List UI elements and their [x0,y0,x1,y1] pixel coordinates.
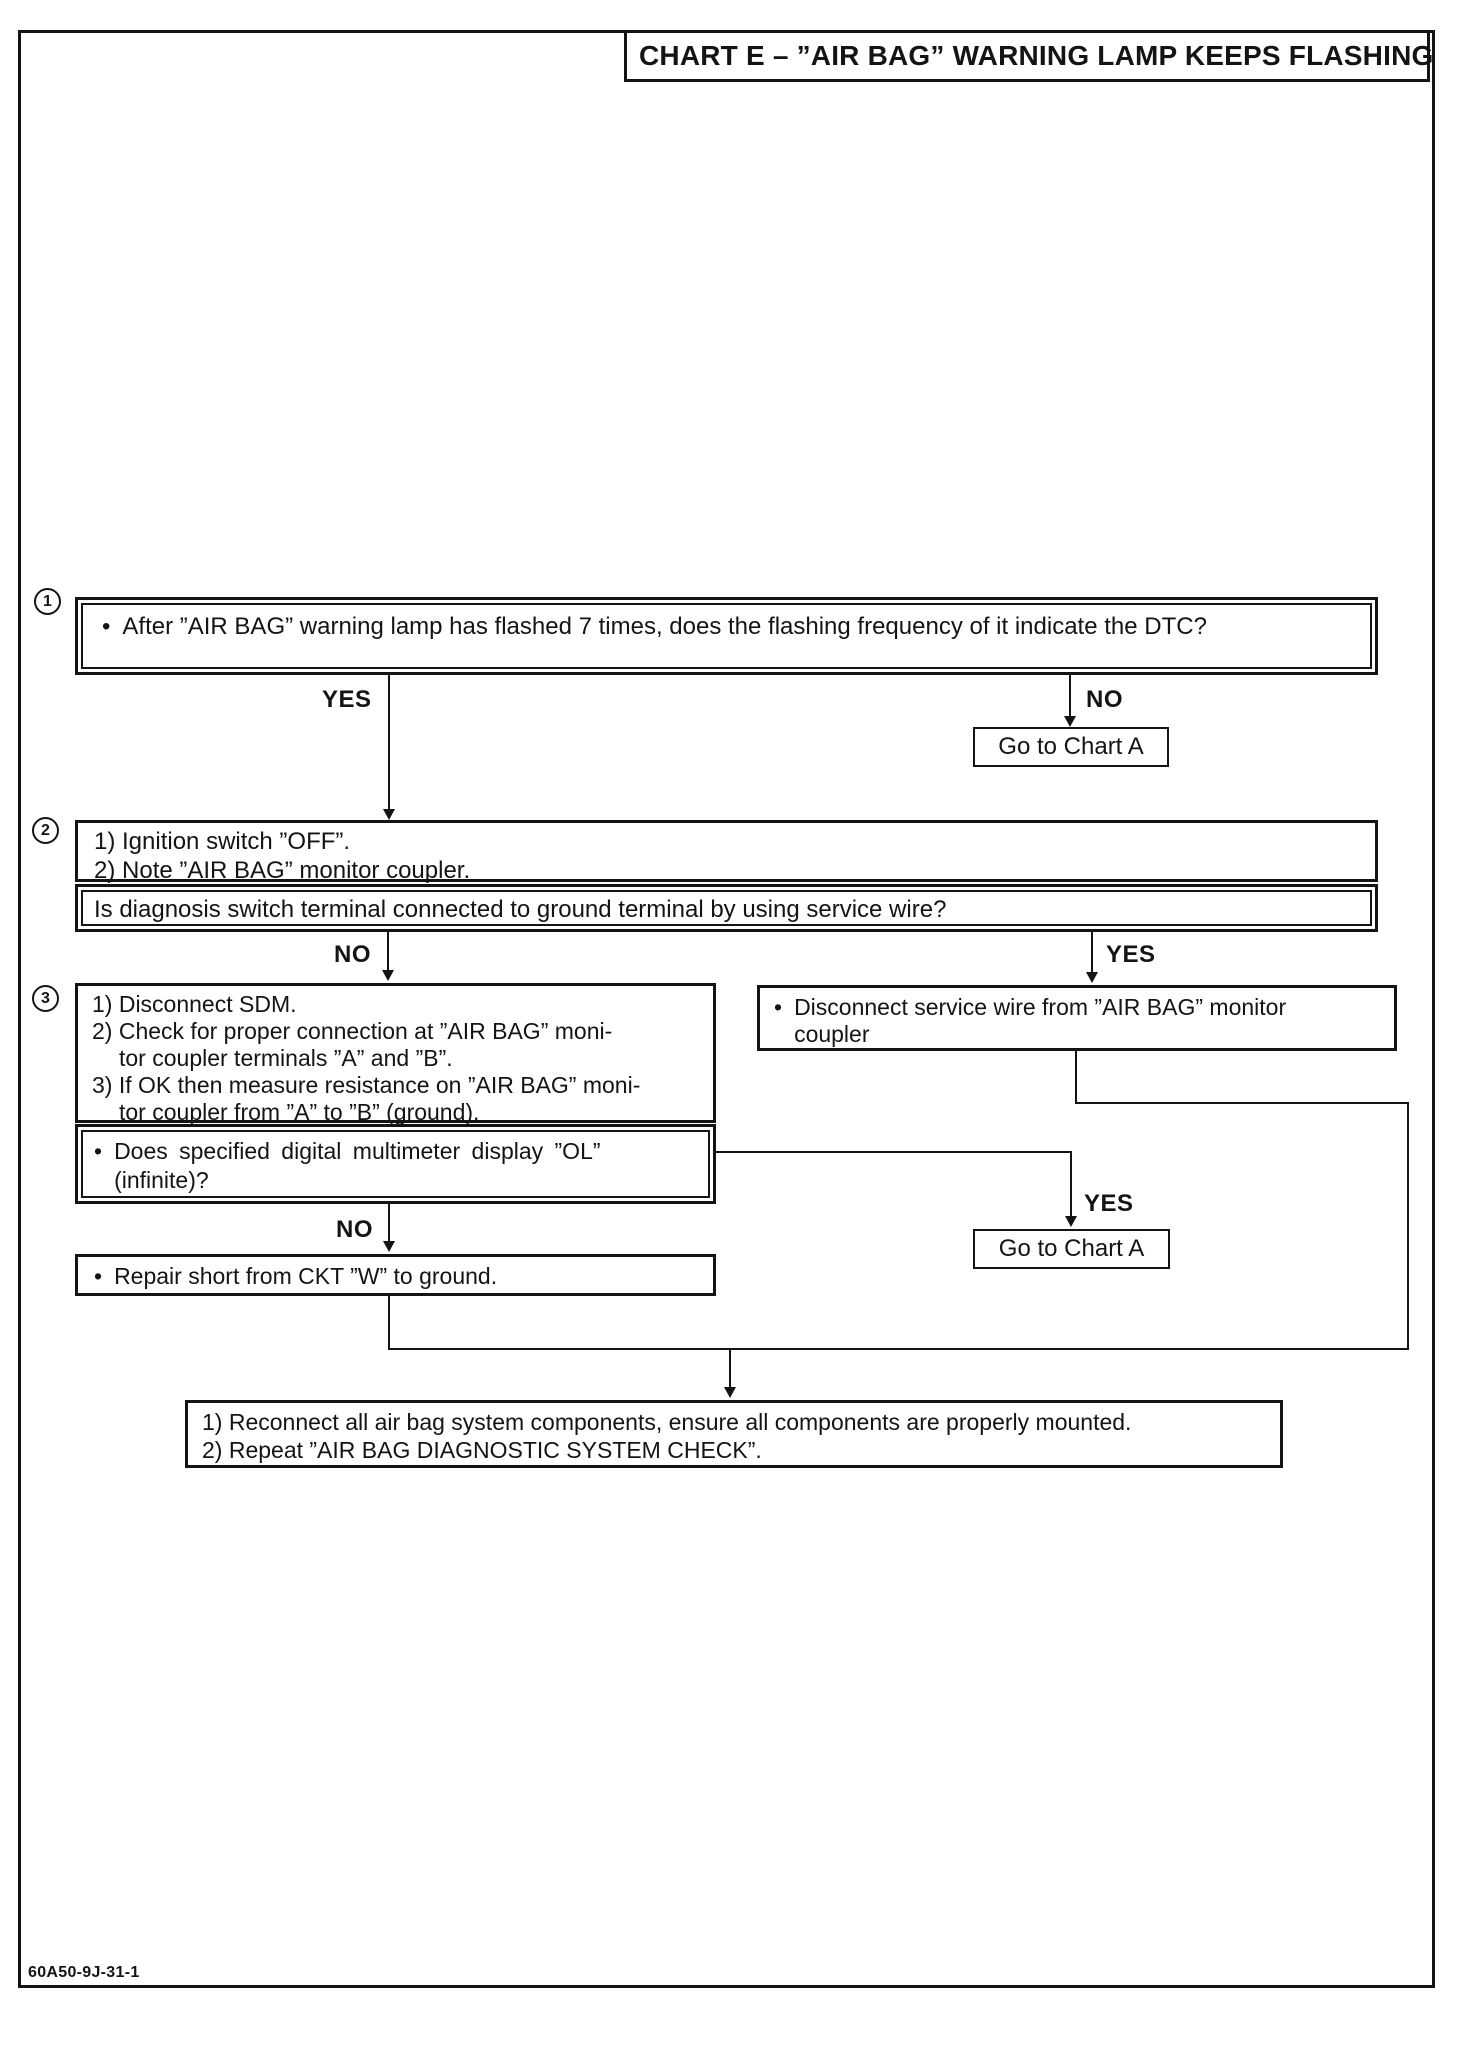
instruction-line: tor coupler from ”A” to ”B” (ground). [119,1099,480,1125]
question-text: Does specified digital multimeter displa… [114,1137,600,1195]
step-number-2: 2 [32,817,59,844]
connector-line [1407,1102,1409,1350]
connector-line [388,675,390,812]
instruction-box-disconnect-sdm: 1) Disconnect SDM. 2) Check for proper c… [75,983,716,1125]
connector-line [388,1348,1409,1350]
bullet-icon: • [102,613,111,640]
connector-line [387,932,389,972]
connector-line [729,1350,731,1388]
question-line: Does specified digital multimeter displa… [114,1138,601,1164]
connector-line [716,1151,1072,1153]
instruction-text: Disconnect service wire from ”AIR BAG” m… [794,994,1286,1048]
bullet-icon: • [94,1263,103,1289]
question-text: After ”AIR BAG” warning lamp has flashed… [122,613,1207,640]
goto-chart-a-box-bottom: Go to Chart A [973,1229,1170,1269]
instruction-line: tor coupler terminals ”A” and ”B”. [119,1045,453,1071]
instruction-line: 1) Reconnect all air bag system componen… [202,1409,1132,1435]
connector-line [388,1296,390,1350]
branch2-yes-label: YES [1106,941,1156,968]
arrow-down-icon [1086,972,1098,983]
arrow-down-icon [383,1241,395,1252]
bullet-icon: • [774,994,783,1020]
arrow-down-icon [1064,716,1076,727]
instruction-line: 1) Ignition switch ”OFF”. [94,828,351,855]
branch3-yes-label: YES [1084,1190,1134,1217]
connector-line [1069,675,1071,718]
question-box-warning-lamp: • After ”AIR BAG” warning lamp has flash… [75,597,1378,675]
step-number-1: 1 [34,588,61,615]
step-number-3: 3 [32,985,59,1012]
branch3-no-label: NO [336,1216,373,1243]
connector-line [388,1204,390,1242]
question-box-multimeter: • Does specified digital multimeter disp… [75,1124,716,1204]
connector-line [1091,932,1093,974]
instruction-line: 1) Disconnect SDM. [92,991,297,1017]
instruction-line: 3) If OK then measure resistance on ”AIR… [92,1072,641,1098]
instruction-text: Repair short from CKT ”W” to ground. [114,1263,498,1289]
branch2-no-label: NO [334,941,371,968]
connector-line [1075,1051,1077,1104]
instruction-box-disconnect-service-wire: • Disconnect service wire from ”AIR BAG”… [757,985,1397,1051]
arrow-down-icon [1065,1216,1077,1227]
instruction-line: 2) Check for proper connection at ”AIR B… [92,1018,613,1044]
instruction-line: 2) Repeat ”AIR BAG DIAGNOSTIC SYSTEM CHE… [202,1437,762,1463]
instruction-box-repair-short: • Repair short from CKT ”W” to ground. [75,1254,716,1296]
instruction-box-ignition: 1) Ignition switch ”OFF”. 2) Note ”AIR B… [75,820,1378,884]
goto-chart-a-box-top: Go to Chart A [973,727,1169,767]
question-box-diagnosis-switch: Is diagnosis switch terminal connected t… [75,884,1378,932]
instruction-line: 2) Note ”AIR BAG” monitor coupler. [94,857,471,884]
connector-line [1070,1151,1072,1217]
branch1-yes-label: YES [322,686,372,713]
chart-title: CHART E – ”AIR BAG” WARNING LAMP KEEPS F… [624,30,1433,82]
bullet-icon: • [94,1138,103,1164]
arrow-down-icon [383,809,395,820]
question-line: (infinite)? [114,1167,209,1193]
instruction-box-reconnect: 1) Reconnect all air bag system componen… [185,1400,1283,1468]
instruction-line: coupler [794,1021,870,1047]
document-code: 60A50-9J-31-1 [28,1964,140,1981]
arrow-down-icon [382,970,394,981]
branch1-no-label: NO [1086,686,1123,713]
arrow-down-icon [724,1387,736,1398]
instruction-line: Disconnect service wire from ”AIR BAG” m… [794,994,1287,1020]
connector-line [1075,1102,1409,1104]
